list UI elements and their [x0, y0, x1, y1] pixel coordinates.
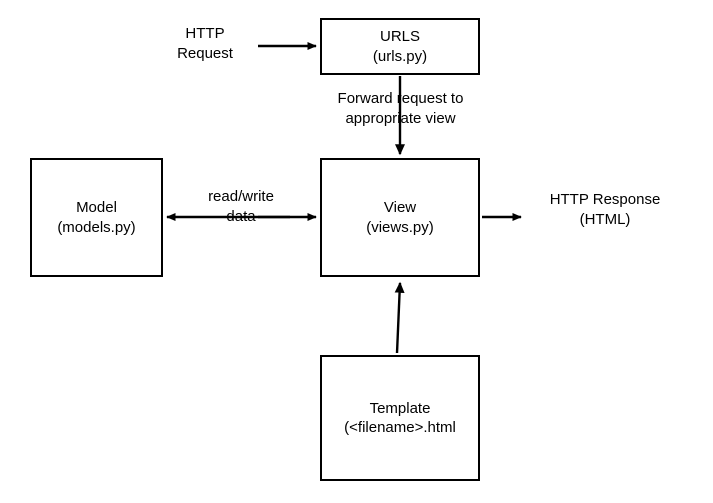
view-box-subtitle: (views.py) [366, 218, 434, 236]
urls-box[interactable]: URLS (urls.py) [320, 18, 480, 75]
read-write-data-label-line1: read/write [208, 188, 274, 205]
view-box[interactable]: View (views.py) [320, 158, 480, 277]
view-box-title: View [383, 199, 417, 217]
forward-request-label: Forward request to appropriate view [318, 89, 483, 128]
http-request-label-line2: Request [177, 44, 233, 62]
http-response-label-line1: HTTP Response [549, 191, 661, 208]
template-box-title: Template [369, 399, 431, 417]
template-box-subtitle: (<filename>.html [344, 419, 456, 436]
forward-request-label-line2: appropriate view [345, 109, 456, 127]
model-box-subtitle: (models.py) [57, 218, 136, 236]
template-box[interactable]: Template (<filename>.html [320, 355, 480, 481]
http-request-label-line1: HTTP [185, 25, 225, 42]
urls-box-title: URLS [379, 28, 420, 46]
model-box[interactable]: Model (models.py) [30, 158, 163, 277]
http-response-label-line2: (HTML) [579, 210, 631, 228]
forward-request-label-line1: Forward request to [337, 90, 464, 107]
read-write-data-label-line2: data [226, 207, 256, 225]
http-request-label: HTTP Request [160, 24, 250, 63]
read-write-data-label: read/write data [196, 187, 286, 226]
http-response-label: HTTP Response (HTML) [525, 190, 685, 229]
model-box-title: Model [76, 199, 117, 217]
edge-template-to-view [394, 281, 405, 354]
urls-box-subtitle: (urls.py) [372, 47, 428, 65]
